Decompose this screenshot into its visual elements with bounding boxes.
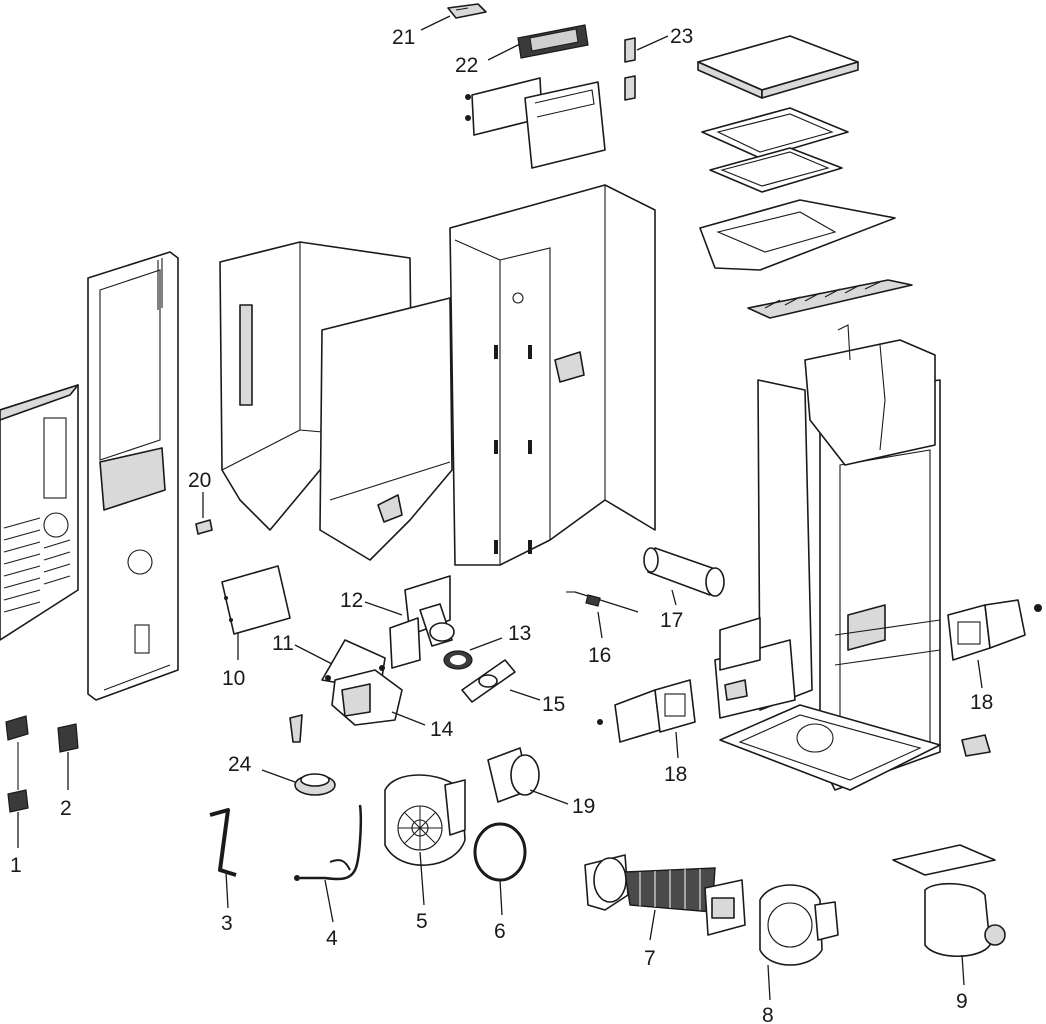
hopper-chute-panel xyxy=(319,297,453,561)
part-12-auger-feed xyxy=(389,575,455,669)
part-1-power-cord xyxy=(5,715,29,813)
callout-12: 12 xyxy=(340,589,363,612)
front-grille-panel xyxy=(0,384,79,641)
part-13-ring xyxy=(443,650,473,670)
part-15-gasket xyxy=(461,659,516,703)
control-housing xyxy=(465,77,606,169)
callout-10: 10 xyxy=(222,667,245,690)
callout-labels: 1 2 3 4 5 6 7 8 9 10 11 12 13 14 15 16 1… xyxy=(10,25,993,1024)
callout-5: 5 xyxy=(416,910,428,933)
callout-21: 21 xyxy=(392,26,415,49)
callout-23: 23 xyxy=(670,25,693,48)
part-7-flex-duct xyxy=(584,854,746,936)
part-24-sensor xyxy=(294,773,336,796)
part-8-blower-housing xyxy=(759,884,839,966)
callout-24: 24 xyxy=(228,753,252,776)
part-3-rod xyxy=(209,808,237,877)
top-lid xyxy=(697,35,859,99)
callout-16: 16 xyxy=(588,644,611,667)
part-19-flange xyxy=(487,747,540,803)
main-body-frame xyxy=(719,324,941,791)
hopper-top-tray xyxy=(699,199,896,271)
callout-9: 9 xyxy=(956,990,968,1013)
lid-frame xyxy=(701,107,849,159)
left-side-frame xyxy=(87,251,179,701)
part-5-combustion-blower xyxy=(384,774,466,866)
callout-8: 8 xyxy=(762,1004,774,1024)
callout-17: 17 xyxy=(660,609,683,632)
part-23-clip xyxy=(624,37,636,101)
leader-lines xyxy=(17,15,983,1001)
part-6-gasket-ring xyxy=(473,822,527,882)
callout-14: 14 xyxy=(430,718,454,741)
part-21-remote xyxy=(447,3,487,19)
part-20-clip xyxy=(195,519,213,535)
callout-6: 6 xyxy=(494,920,506,943)
grate-mesh xyxy=(747,279,913,319)
part-17-tube xyxy=(643,547,725,597)
part-16-probe xyxy=(566,591,639,613)
callout-13: 13 xyxy=(508,622,531,645)
part-18-plate-right xyxy=(947,599,1042,661)
callout-22: 22 xyxy=(455,54,478,77)
callout-19: 19 xyxy=(572,795,595,818)
callout-18-left: 18 xyxy=(664,763,687,786)
lid-gasket xyxy=(709,147,843,193)
callout-11: 11 xyxy=(272,632,294,655)
part-10-plate xyxy=(221,565,291,635)
part-2-switch xyxy=(57,723,79,753)
callout-2: 2 xyxy=(60,797,72,820)
callout-4: 4 xyxy=(326,927,338,950)
right-flap-assembly xyxy=(714,617,796,719)
callout-7: 7 xyxy=(644,947,656,970)
callout-20: 20 xyxy=(188,469,211,492)
callout-3: 3 xyxy=(221,912,233,935)
part-18-plate-left xyxy=(597,679,696,743)
part-9-convection-fan xyxy=(892,844,1006,958)
callout-15: 15 xyxy=(542,693,565,716)
hopper-side-box xyxy=(219,241,413,531)
part-14-gear-motor xyxy=(331,669,403,726)
part-4-igniter xyxy=(294,804,363,881)
small-pin xyxy=(289,714,303,743)
part-22-display xyxy=(517,24,589,59)
callout-18-right: 18 xyxy=(970,691,993,714)
central-front-panel xyxy=(449,184,656,566)
callout-1: 1 xyxy=(10,854,22,877)
small-bracket xyxy=(961,734,991,757)
